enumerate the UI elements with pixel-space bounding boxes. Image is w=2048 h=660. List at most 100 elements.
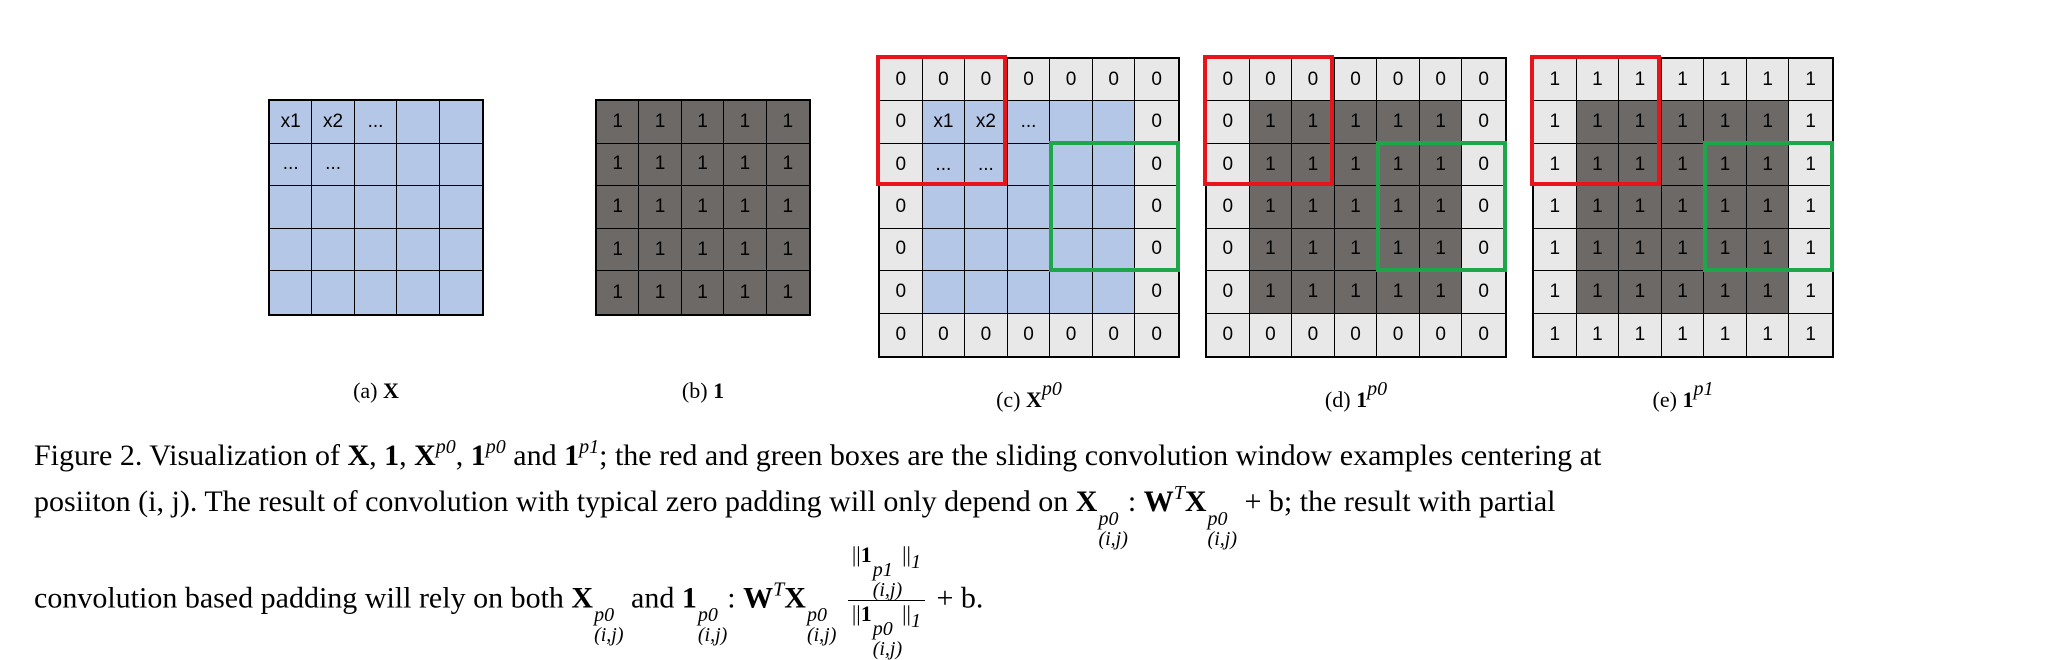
grid-cell: ... <box>922 143 966 187</box>
grid-cell: x2 <box>312 101 355 144</box>
grid-cell: 1 <box>1789 271 1832 314</box>
grid-cell <box>1092 228 1136 272</box>
grid-cell: 0 <box>1207 271 1250 314</box>
grid-cell: 1 <box>1746 59 1790 102</box>
grid-cell <box>1092 271 1136 314</box>
grid-cell: 1 <box>766 186 809 229</box>
grid-cell <box>922 186 966 229</box>
grid-cell: 1 <box>1576 186 1620 229</box>
grid-cell: 1 <box>1292 143 1335 187</box>
grid-cell <box>965 186 1008 229</box>
grid-cell: 0 <box>1462 228 1505 272</box>
grid-cell: 1 <box>1789 59 1832 102</box>
grid-cell: 0 <box>1462 101 1505 144</box>
grid-cell: 1 <box>724 143 767 187</box>
grid-cell: 1 <box>1334 228 1378 272</box>
grid-cell: 0 <box>1419 313 1463 356</box>
grid-cell: 1 <box>724 186 767 229</box>
grid-cell: 0 <box>1334 313 1378 356</box>
grid-cell: 0 <box>880 271 923 314</box>
grid-cell <box>439 101 482 144</box>
grid-cell: 1 <box>681 143 725 187</box>
grid-cell: 1 <box>1334 186 1378 229</box>
grid-cell: 0 <box>1292 59 1335 102</box>
grid-cell: 1 <box>1576 101 1620 144</box>
grid-cell: 0 <box>1050 59 1093 102</box>
grid-cell: 1 <box>1419 101 1463 144</box>
grid-cell: 1 <box>681 101 725 144</box>
grid-cell: 0 <box>1462 186 1505 229</box>
grid-cell: 0 <box>965 313 1008 356</box>
grid-cell <box>270 186 313 229</box>
grid-cell: 1 <box>1619 228 1662 272</box>
grid-cell: 1 <box>1377 143 1420 187</box>
caption-line-3: convolution based padding will rely on b… <box>34 542 984 660</box>
grid-cell: 1 <box>681 271 725 314</box>
grid-cell: 0 <box>1462 313 1505 356</box>
grid-cell: 1 <box>724 271 767 314</box>
grid-cell: 0 <box>1135 101 1178 144</box>
grid-cell: 1 <box>766 101 809 144</box>
grid-cell: 1 <box>1576 271 1620 314</box>
grid-cell <box>922 228 966 272</box>
grid-cell: 1 <box>1377 228 1420 272</box>
grid-cell <box>1092 101 1136 144</box>
grid-cell: 1 <box>1419 186 1463 229</box>
grid-cell: 1 <box>681 228 725 272</box>
grid-cell: ... <box>270 143 313 187</box>
grid-cell: 1 <box>1746 313 1790 356</box>
grid-cell: 1 <box>1249 101 1293 144</box>
label-d: (d) 1p0 <box>1324 378 1388 412</box>
grid-cell <box>354 228 398 272</box>
grid-cell <box>1050 101 1093 144</box>
grid-cell: 0 <box>1207 228 1250 272</box>
grid-cell: 1 <box>1789 143 1832 187</box>
grid-cell: 0 <box>1135 228 1178 272</box>
grid-cell: 1 <box>1292 271 1335 314</box>
grid-cell <box>1050 186 1093 229</box>
grid-cell: 1 <box>1419 228 1463 272</box>
grid-cell: 1 <box>1619 186 1662 229</box>
grid-cell <box>397 228 440 272</box>
grid-cell: 1 <box>1419 271 1463 314</box>
grid-cell: 1 <box>597 186 640 229</box>
grid-cell: 1 <box>1534 186 1577 229</box>
grid-cell: 0 <box>1135 186 1178 229</box>
grid-cell: 0 <box>880 186 923 229</box>
grid-cell <box>1007 271 1051 314</box>
grid-cell: 0 <box>1249 59 1293 102</box>
grid-cell: 1 <box>597 101 640 144</box>
grid-cell: 0 <box>1135 59 1178 102</box>
grid-cell: 1 <box>1419 143 1463 187</box>
grid-cell: 0 <box>1135 313 1178 356</box>
grid-cell: 1 <box>766 228 809 272</box>
grid-cell <box>354 143 398 187</box>
grid-cell: 0 <box>1050 313 1093 356</box>
grid-cell: 1 <box>1789 228 1832 272</box>
grid-cell: 0 <box>1207 313 1250 356</box>
grid-cell: 1 <box>1534 59 1577 102</box>
grid-cell <box>965 271 1008 314</box>
grid-cell: 1 <box>1292 228 1335 272</box>
grid-cell: 1 <box>1661 271 1705 314</box>
grid-cell <box>1007 186 1051 229</box>
grid-cell: 1 <box>1619 101 1662 144</box>
grid-cell: 0 <box>1007 59 1051 102</box>
grid-cell: 1 <box>1619 313 1662 356</box>
grid-cell: 0 <box>1207 59 1250 102</box>
caption-line-1: Figure 2. Visualization of X, 1, Xp0, 1p… <box>34 436 1602 472</box>
grid-cell: 1 <box>1249 186 1293 229</box>
label-b: (b) 1 <box>681 378 725 403</box>
grid-cell: 0 <box>1135 271 1178 314</box>
grid-cell <box>439 228 482 272</box>
grid-cell: 0 <box>880 143 923 187</box>
grid-cell <box>397 271 440 314</box>
caption-line-2: posiiton (i, j). The result of convoluti… <box>34 482 1556 550</box>
grid-cell <box>1007 143 1051 187</box>
grid-cell: 1 <box>1534 228 1577 272</box>
grid-cell: 1 <box>1704 59 1747 102</box>
grid-cell: 1 <box>1661 313 1705 356</box>
